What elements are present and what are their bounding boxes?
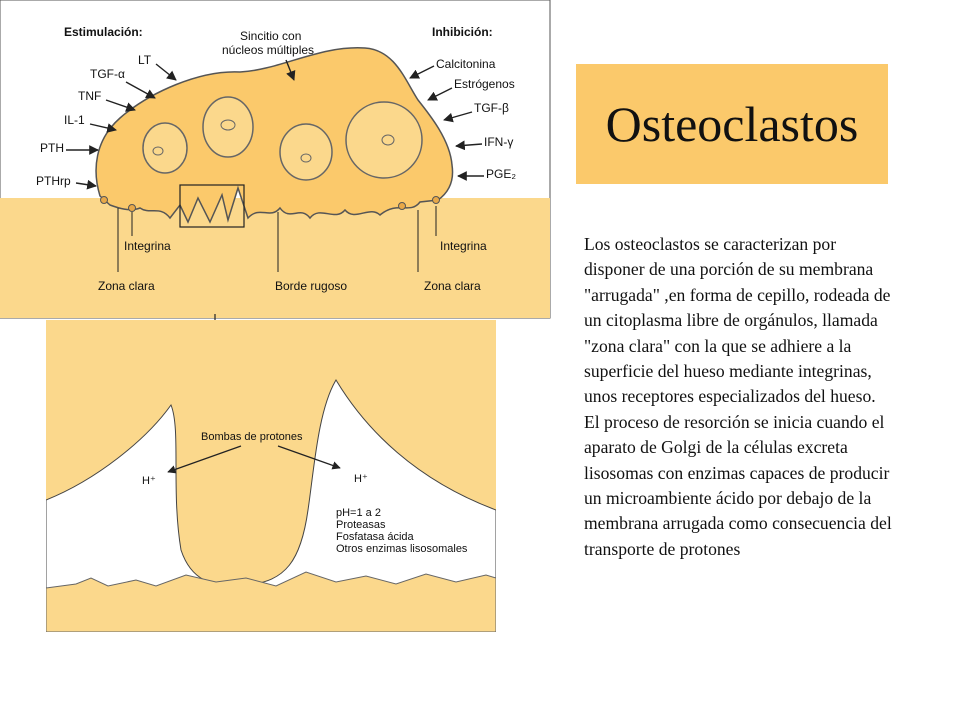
integrin-dot: [399, 203, 406, 210]
inhibitor-label: PGE₂: [486, 167, 516, 181]
stimulator-label: TNF: [78, 89, 101, 103]
stimulator-label: PTHrp: [36, 174, 71, 188]
nucleus: [346, 102, 422, 178]
syncytium-label-1: Sincitio con: [240, 29, 301, 43]
inhibitor-label: IFN-γ: [484, 135, 513, 149]
title-box: Osteoclastos: [576, 64, 888, 184]
integrin-dot: [433, 197, 440, 204]
lacuna-content-label: Proteasas: [336, 519, 386, 531]
nucleus: [280, 124, 332, 180]
integrina-left-label: Integrina: [124, 239, 171, 253]
stimulation-header: Estimulación:: [64, 25, 143, 39]
inhibition-header: Inhibición:: [432, 25, 493, 39]
nucleus: [143, 123, 187, 173]
proton-pumps-label: Bombas de protones: [201, 431, 303, 443]
bone-surface: [0, 198, 550, 318]
integrin-dot: [129, 205, 136, 212]
inhibitor-label: Calcitonina: [436, 57, 496, 71]
stimulator-label: TGF-α: [90, 67, 125, 81]
slide-title: Osteoclastos: [606, 95, 859, 153]
lacuna-content-label: Otros enzimas lisosomales: [336, 543, 468, 555]
ruffled-border-zoom: Bombas de protones H⁺ H⁺ pH=1 a 2 Protea…: [46, 320, 496, 632]
stimulator-label: IL-1: [64, 113, 85, 127]
borde-rugoso-label: Borde rugoso: [275, 279, 347, 293]
integrina-right-label: Integrina: [440, 239, 487, 253]
inhibitor-label: TGF-β: [474, 101, 509, 115]
nucleus: [203, 97, 253, 157]
proton-left-label: H⁺: [142, 475, 156, 487]
osteoclast-diagram: Estimulación: Inhibición: Sincitio con n…: [0, 0, 552, 320]
stimulator-label: LT: [138, 53, 152, 67]
stimulator-label: PTH: [40, 141, 64, 155]
syncytium-label-2: núcleos múltiples: [222, 43, 314, 57]
lacuna-content-label: Fosfatasa ácida: [336, 531, 415, 543]
zona-clara-left-label: Zona clara: [98, 279, 155, 293]
integrin-dot: [101, 197, 108, 204]
inhibitor-label: Estrógenos: [454, 77, 515, 91]
zona-clara-right-label: Zona clara: [424, 279, 481, 293]
lacuna-content-label: pH=1 a 2: [336, 507, 381, 519]
slide-body-text: Los osteoclastos se caracterizan por dis…: [584, 232, 894, 562]
proton-right-label: H⁺: [354, 473, 368, 485]
